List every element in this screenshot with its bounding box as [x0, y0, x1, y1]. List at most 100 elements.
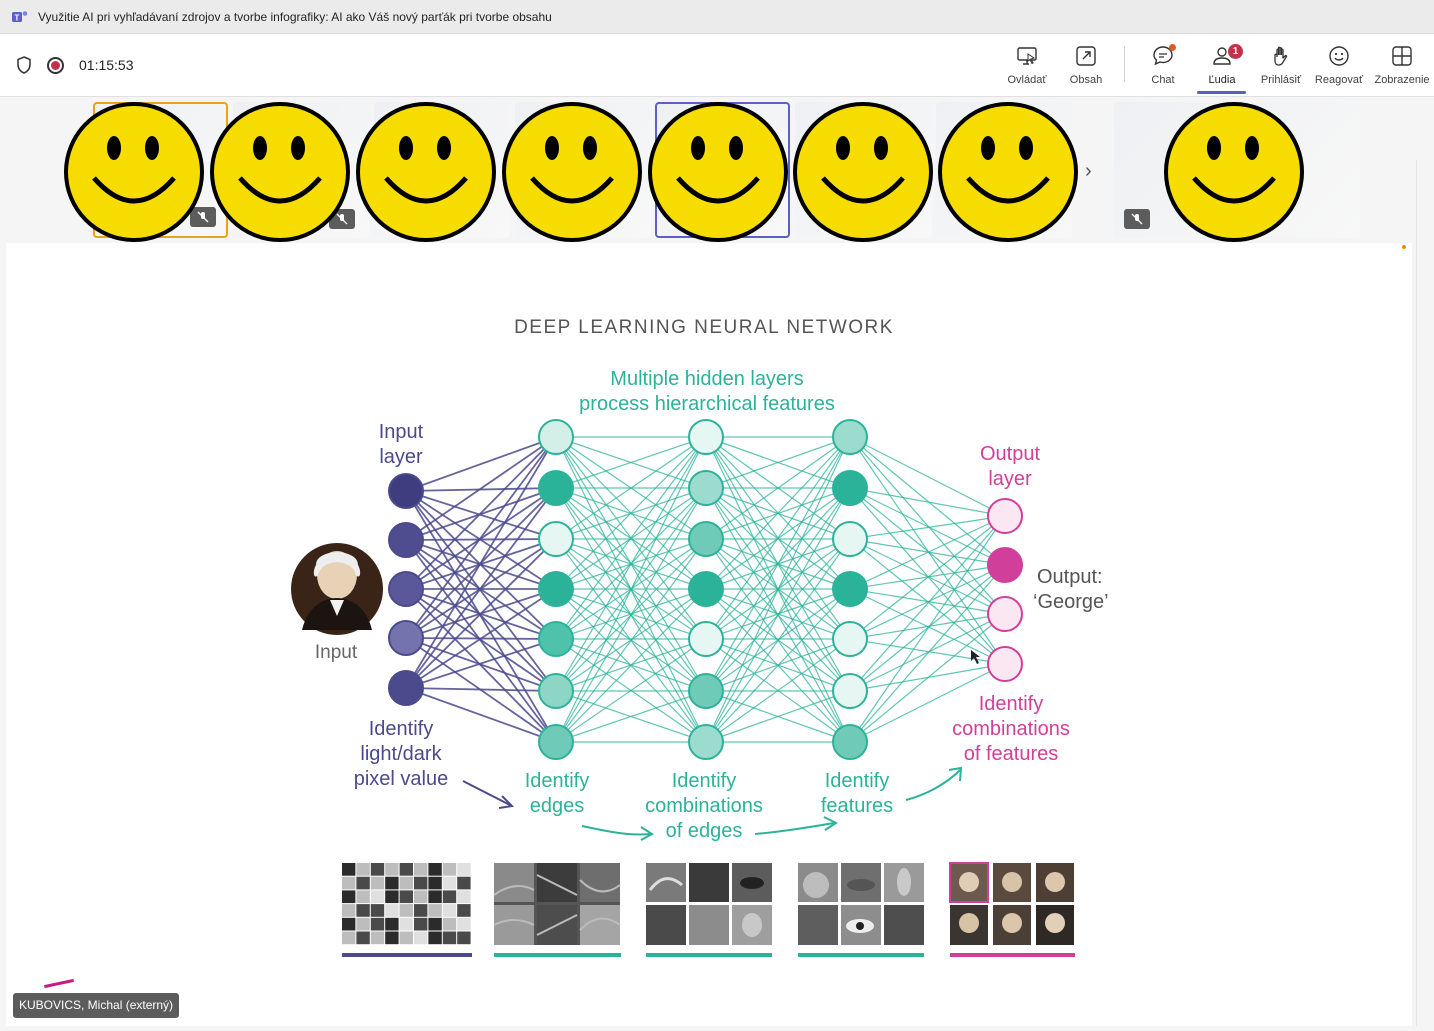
- input-node: [388, 670, 424, 706]
- people-icon: [1213, 47, 1231, 65]
- smiley-avatar: [210, 102, 350, 242]
- pixel-cell: [442, 904, 457, 917]
- output-node: [987, 646, 1023, 682]
- mic-muted-icon: [1124, 209, 1150, 229]
- output-layer-label-2: layer: [988, 468, 1032, 490]
- network-connection: [705, 487, 851, 743]
- view-button[interactable]: Zobrazenie: [1372, 42, 1432, 92]
- pixel-cell: [370, 917, 385, 931]
- faces-thumbnail: [949, 862, 1074, 945]
- smiley-avatar: [793, 102, 933, 242]
- mouse-cursor-icon: [971, 650, 980, 664]
- network-connection: [849, 487, 1006, 566]
- pixel-cell: [370, 904, 385, 917]
- smiley-avatar: [64, 102, 204, 242]
- hidden-node: [538, 419, 574, 455]
- view-icon: [1392, 46, 1412, 66]
- network-connection: [405, 436, 557, 492]
- control-label: Ovládať: [1007, 74, 1047, 86]
- network-connection: [705, 436, 851, 640]
- hidden-layers-sublabel: process hierarchical features: [579, 393, 835, 415]
- pixel-cell: [370, 931, 385, 945]
- network-connection: [405, 436, 557, 639]
- network-connection: [405, 490, 557, 540]
- pixel-cell: [385, 876, 399, 890]
- pixel-cell: [457, 904, 471, 917]
- network-connection: [849, 436, 1006, 615]
- smiley-avatar: [356, 102, 496, 242]
- pixel-cell: [385, 863, 399, 876]
- pixel-cell: [342, 876, 356, 890]
- pixel-cell: [428, 931, 442, 945]
- edges-label-2: edges: [530, 795, 585, 817]
- pixel-cell: [428, 890, 442, 904]
- pixel-cell: [414, 890, 428, 904]
- hidden-node: [538, 521, 574, 557]
- hidden-node: [538, 470, 574, 506]
- chat-button[interactable]: Chat: [1133, 42, 1193, 92]
- input-color-bar: [342, 953, 472, 957]
- pixel-cell: [414, 917, 428, 931]
- network-connection: [705, 638, 851, 743]
- pixel-cell: [442, 876, 457, 890]
- pixel-cell: [399, 876, 413, 890]
- shield-icon[interactable]: [16, 56, 32, 74]
- scrollbar[interactable]: [1416, 160, 1434, 1026]
- control-button[interactable]: Ovládať: [997, 42, 1057, 92]
- network-connection: [555, 436, 707, 489]
- network-connection: [849, 487, 1006, 615]
- network-connection: [555, 436, 707, 640]
- george-portrait: [291, 543, 383, 635]
- smiley-avatar: [502, 102, 642, 242]
- network-connection: [555, 588, 707, 743]
- hidden-node: [538, 571, 574, 607]
- hidden-node: [688, 571, 724, 607]
- share-button[interactable]: Obsah: [1056, 42, 1116, 92]
- hidden-color-bar: [494, 953, 621, 957]
- out-desc-line-1: Identify: [979, 693, 1043, 715]
- pixel-cell: [356, 904, 370, 917]
- input-node: [388, 522, 424, 558]
- network-connection: [705, 436, 851, 540]
- network-connection: [555, 538, 707, 743]
- toolbar-divider: [1124, 46, 1125, 82]
- hidden-node: [688, 419, 724, 455]
- meeting-timer: 01:15:53: [79, 57, 134, 73]
- smiley-avatar: [938, 102, 1078, 242]
- network-connection: [705, 436, 851, 743]
- network-connection: [555, 487, 707, 743]
- mic-muted-icon: [190, 207, 216, 227]
- pixel-cell: [428, 917, 442, 931]
- network-connection: [555, 436, 707, 590]
- window-title: Využitie AI pri vyhľadávaní zdrojov a tv…: [38, 9, 552, 24]
- react-button[interactable]: Reagovať: [1309, 42, 1369, 92]
- network-connection: [849, 663, 1006, 743]
- pixel-cell: [356, 917, 370, 931]
- input-node: [388, 473, 424, 509]
- network-connection: [849, 515, 1006, 590]
- hidden-node: [832, 673, 868, 709]
- network-connection: [705, 588, 851, 743]
- share-content-icon: [1076, 46, 1096, 66]
- network-connection: [405, 436, 557, 689]
- hidden-node: [538, 673, 574, 709]
- chevron-right-icon[interactable]: ›: [1085, 160, 1092, 182]
- title-bar: T Využitie AI pri vyhľadávaní zdrojov a …: [0, 0, 1434, 34]
- out-desc-line-2: combinations: [952, 718, 1070, 740]
- network-connection: [405, 638, 557, 689]
- combo-label-2: combinations: [645, 795, 763, 817]
- pixel-cell: [428, 876, 442, 890]
- network-connection: [849, 638, 1006, 665]
- people-button[interactable]: Ľudia: [1192, 42, 1252, 92]
- pixel-cell: [457, 863, 471, 876]
- pixel-cell: [428, 904, 442, 917]
- hidden-node: [538, 724, 574, 760]
- pixel-cell: [370, 890, 385, 904]
- network-connection: [405, 538, 557, 689]
- pixel-cell: [356, 876, 370, 890]
- presenter-name-tag: KUBOVICS, Michal (externý): [13, 993, 180, 1018]
- network-connection: [405, 436, 557, 590]
- raise-hand-button[interactable]: Prihlásiť: [1251, 42, 1311, 92]
- svg-text:T: T: [15, 13, 20, 22]
- network-connection: [405, 487, 557, 689]
